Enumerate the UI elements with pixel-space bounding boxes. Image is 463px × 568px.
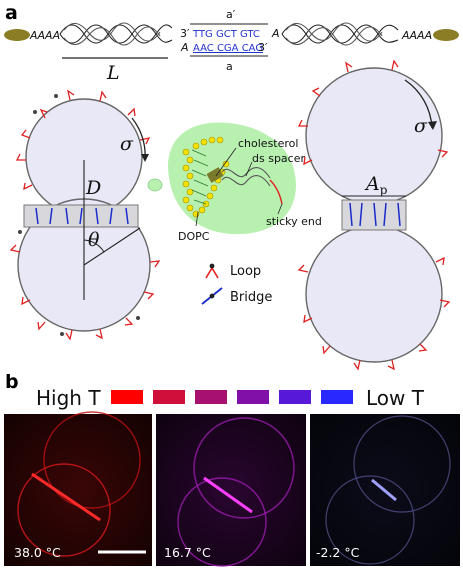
legend-loop-label: Loop [230,264,261,279]
loops-right [297,59,451,371]
temp-label-2: 16.7 °C [164,545,211,560]
seq-top: TTG GCT GTC [192,29,260,40]
end-3-top: 3′ [180,27,190,40]
area-label: Ap [364,173,388,197]
left-helix [59,22,173,46]
temperature-legend: High T Low T [36,386,425,410]
right-helix [281,22,399,46]
sigma-left: σ [120,133,134,155]
color-swatches [111,390,353,404]
color-swatch [153,390,185,404]
polyA-right: AAAA [401,29,432,42]
end-A-left-bottom: A [180,41,189,54]
ds-spacer-label: ds spacer [252,152,305,165]
right-anchor-icon [433,29,459,41]
legend-low-label: Low T [366,386,425,410]
polyA-left: AAAA [29,29,60,42]
legend-bridge: Bridge [201,287,272,305]
legend-loop: Loop [205,263,261,279]
color-swatch [321,390,353,404]
cholesterol-label: cholesterol [238,137,298,150]
end-3-bottom: 3′ [258,41,268,54]
strand-a-prime: a′ [226,8,236,21]
legend-bridge-label: Bridge [230,290,272,305]
dopc-label: DOPC [178,230,210,243]
temp-label-3: -2.2 °C [316,545,360,560]
bridges-right [349,202,401,227]
end-A-right-top: A [271,27,280,40]
diameter-label: D [85,177,101,199]
color-swatch [195,390,227,404]
left-vesicle-pair: D θ σ [9,89,163,341]
bridges-left [35,207,129,225]
length-label: L [106,62,120,84]
color-swatch [279,390,311,404]
panel-b-label: b [5,371,19,393]
sticky-end-label: sticky end [266,215,322,228]
theta-label: θ [88,229,100,251]
legend-high-label: High T [36,386,101,410]
lipid-heads [182,136,230,218]
sigma-right: σ [414,115,428,137]
panel-a-label: a [5,2,18,24]
color-swatch [237,390,269,404]
seq-bottom: AAC CGA CAG [193,43,263,54]
membrane-zoom: cholesterol ds spacer sticky end DOPC [168,122,322,243]
color-swatch [111,390,143,404]
right-vesicle-pair: Ap σ [297,59,451,371]
micrograph-minus2C: -2.2 °C [310,414,460,566]
temp-label-1: 38.0 °C [14,545,61,560]
dna-construct: AAAA L a′ 3′ TTG GCT GTC A A AAC CGA CAG… [4,8,459,84]
strand-a: a [226,60,233,73]
loops-left [9,89,161,341]
micrograph-16C: 16.7 °C [156,414,306,567]
micrograph-38C: 38.0 °C [4,411,152,566]
left-anchor-icon [4,29,30,41]
bridge-anchors-dark [18,94,140,336]
